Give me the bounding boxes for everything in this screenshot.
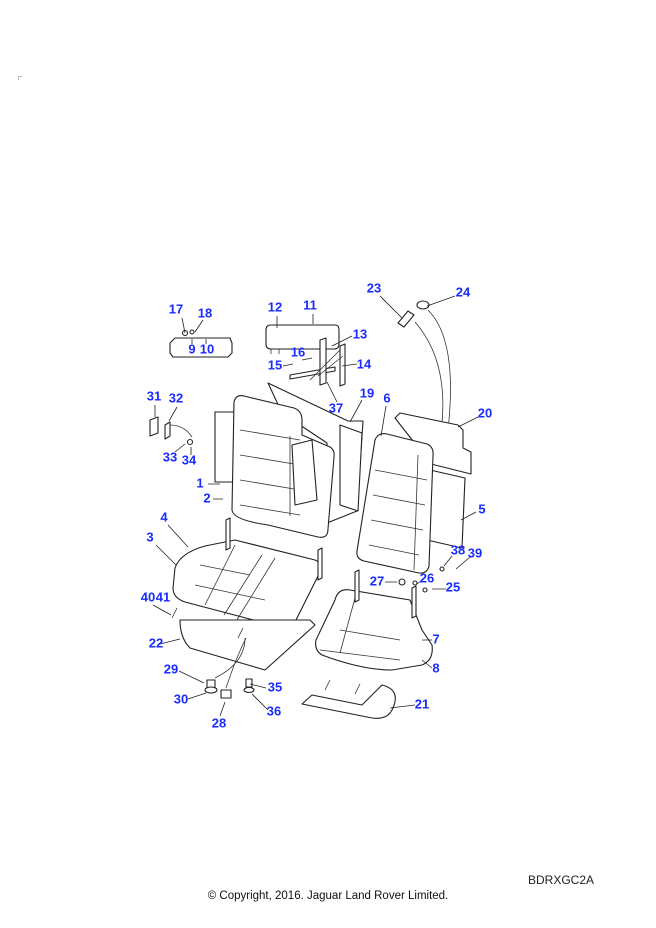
- callout-25[interactable]: 25: [446, 579, 460, 594]
- hinge-bracket-part: [149, 416, 194, 446]
- callout-10[interactable]: 10: [200, 341, 214, 356]
- right-seat-cushion: [315, 566, 445, 671]
- left-seat-back: [214, 395, 335, 538]
- headrest-bracket-part: [289, 337, 346, 387]
- callout-38[interactable]: 38: [451, 542, 465, 557]
- callout-34[interactable]: 34: [182, 452, 197, 467]
- callout-8[interactable]: 8: [432, 660, 439, 675]
- callout-16[interactable]: 16: [291, 344, 305, 359]
- callout-19[interactable]: 19: [360, 385, 374, 400]
- right-seat-back-frame: [394, 412, 472, 549]
- callout-17[interactable]: 17: [169, 301, 183, 316]
- callout-1[interactable]: 1: [196, 475, 203, 490]
- callout-9[interactable]: 9: [188, 341, 195, 356]
- callout-3[interactable]: 3: [146, 529, 153, 544]
- corner-mark: [18, 76, 22, 80]
- callout-11[interactable]: 11: [303, 297, 317, 312]
- callout-41[interactable]: 41: [156, 589, 170, 604]
- callout-28[interactable]: 28: [212, 715, 226, 730]
- callout-26[interactable]: 26: [420, 570, 434, 585]
- callout-30[interactable]: 30: [174, 691, 188, 706]
- callout-20[interactable]: 20: [478, 405, 492, 420]
- seat-belt-part: [397, 300, 451, 433]
- callout-39[interactable]: 39: [468, 545, 482, 560]
- callout-36[interactable]: 36: [267, 703, 281, 718]
- callout-40[interactable]: 40: [141, 589, 155, 604]
- left-seat-base: [171, 607, 316, 671]
- callout-13[interactable]: 13: [353, 326, 367, 341]
- callout-7[interactable]: 7: [432, 631, 439, 646]
- callout-18[interactable]: 18: [198, 305, 212, 320]
- fixings: [204, 637, 255, 699]
- callout-37[interactable]: 37: [329, 400, 343, 415]
- copyright-notice: © Copyright, 2016. Jaguar Land Rover Lim…: [207, 890, 449, 902]
- diagram-reference-code: BDRXGC2A: [528, 873, 595, 887]
- callout-35[interactable]: 35: [268, 679, 282, 694]
- callout-27[interactable]: 27: [370, 573, 384, 588]
- callout-2[interactable]: 2: [203, 490, 210, 505]
- callout-4[interactable]: 4: [160, 509, 168, 524]
- callout-32[interactable]: 32: [169, 390, 183, 405]
- armrest-part: [169, 329, 233, 358]
- callout-22[interactable]: 22: [149, 635, 163, 650]
- callout-29[interactable]: 29: [164, 661, 178, 676]
- right-seat-base: [301, 679, 396, 719]
- callout-31[interactable]: 31: [147, 388, 161, 403]
- callout-33[interactable]: 33: [163, 449, 177, 464]
- leader-lines: [152, 295, 479, 717]
- left-seat-cushion: [172, 517, 323, 629]
- callout-24[interactable]: 24: [456, 284, 471, 299]
- callout-12[interactable]: 12: [268, 299, 282, 314]
- callout-14[interactable]: 14: [357, 356, 372, 371]
- callout-23[interactable]: 23: [367, 280, 381, 295]
- callout-5[interactable]: 5: [478, 501, 485, 516]
- callout-6[interactable]: 6: [383, 390, 390, 405]
- callout-15[interactable]: 15: [268, 357, 282, 372]
- callout-21[interactable]: 21: [415, 696, 429, 711]
- callout-labels: 1 2 3 4 5 6 7 8 9 10 11 12 13 14 15 16 1…: [141, 280, 492, 730]
- right-seat-back: [356, 433, 434, 574]
